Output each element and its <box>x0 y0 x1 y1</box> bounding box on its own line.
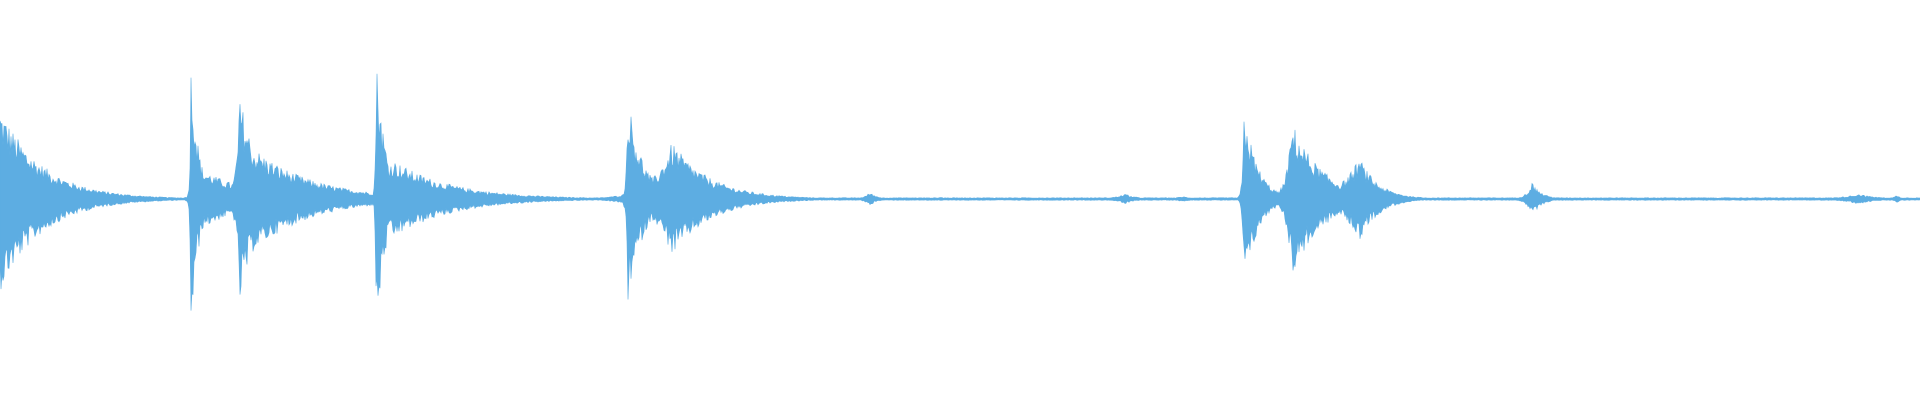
waveform-envelope <box>0 73 1920 311</box>
